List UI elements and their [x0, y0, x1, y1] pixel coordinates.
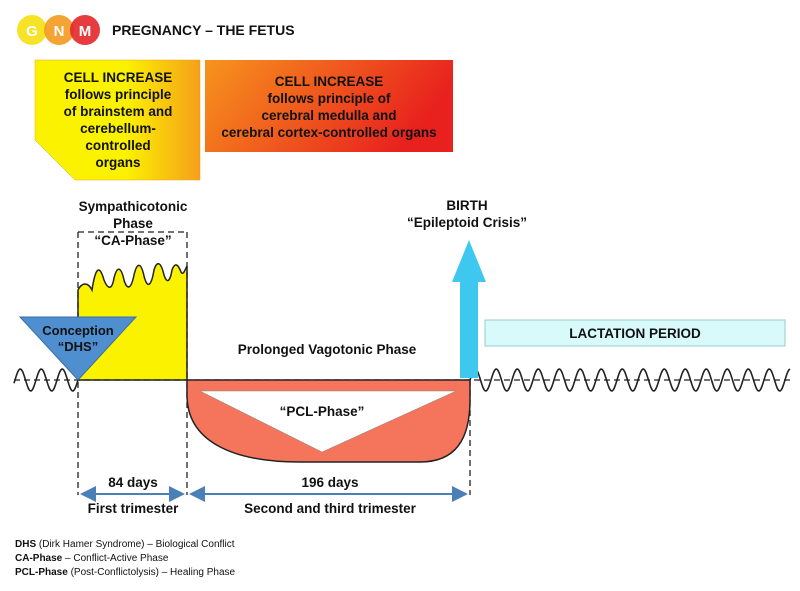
legend: DHS (Dirk Hamer Syndrome) – Biological C… — [15, 538, 235, 580]
normotonia-wave-right — [469, 368, 791, 392]
svg-text:G: G — [26, 23, 38, 40]
birth-arrow-icon — [452, 240, 486, 378]
box-left-line: CELL INCREASE — [64, 70, 173, 85]
cell-increase-box-brainstem — [34, 59, 201, 181]
ca-phase-label: “CA-Phase” — [94, 233, 171, 248]
box-left-line: follows principle — [65, 87, 172, 102]
svg-text:M: M — [79, 23, 92, 40]
epileptoid-crisis-label: “Epileptoid Crisis” — [407, 215, 527, 230]
box-left-line: controlled — [85, 138, 150, 153]
box-right-line: cerebral medulla and — [261, 108, 396, 123]
normotonia-wave-left — [13, 368, 79, 392]
box-right-line: follows principle of — [267, 91, 391, 106]
legend-item: CA-Phase – Conflict-Active Phase — [15, 553, 169, 564]
gnm-logo: G N M — [17, 15, 100, 45]
dhs-label: “DHS” — [58, 339, 98, 354]
vagotonic-label: Prolonged Vagotonic Phase — [238, 342, 417, 357]
lactation-label: LACTATION PERIOD — [569, 326, 701, 341]
sympathicotonic-label: Phase — [113, 216, 153, 231]
box-left-line: of brainstem and — [64, 104, 173, 119]
box-right-line: cerebral cortex-controlled organs — [221, 125, 436, 140]
second-days-label: 196 days — [301, 475, 358, 490]
lactation-period-box — [484, 319, 786, 347]
birth-label: BIRTH — [446, 198, 487, 213]
second-third-trimester-label: Second and third trimester — [244, 501, 417, 516]
first-days-label: 84 days — [108, 475, 158, 490]
box-right-line: CELL INCREASE — [275, 74, 384, 89]
conception-label: Conception — [42, 323, 114, 338]
legend-item: PCL-Phase (Post-Conflictolysis) – Healin… — [15, 567, 236, 578]
box-left-line: organs — [95, 155, 140, 170]
svg-text:N: N — [54, 23, 65, 40]
conception-triangle — [18, 316, 138, 381]
legend-item: DHS (Dirk Hamer Syndrome) – Biological C… — [15, 539, 235, 550]
pcl-inner-triangle — [199, 390, 457, 453]
pcl-phase-label: “PCL-Phase” — [280, 404, 365, 419]
page-title: PREGNANCY – THE FETUS — [112, 22, 295, 38]
cell-increase-box-cortex — [205, 60, 453, 152]
box-left-line: cerebellum- — [80, 121, 156, 136]
sympathicotonic-label: Sympathicotonic — [79, 199, 188, 214]
first-trimester-label: First trimester — [88, 501, 180, 516]
